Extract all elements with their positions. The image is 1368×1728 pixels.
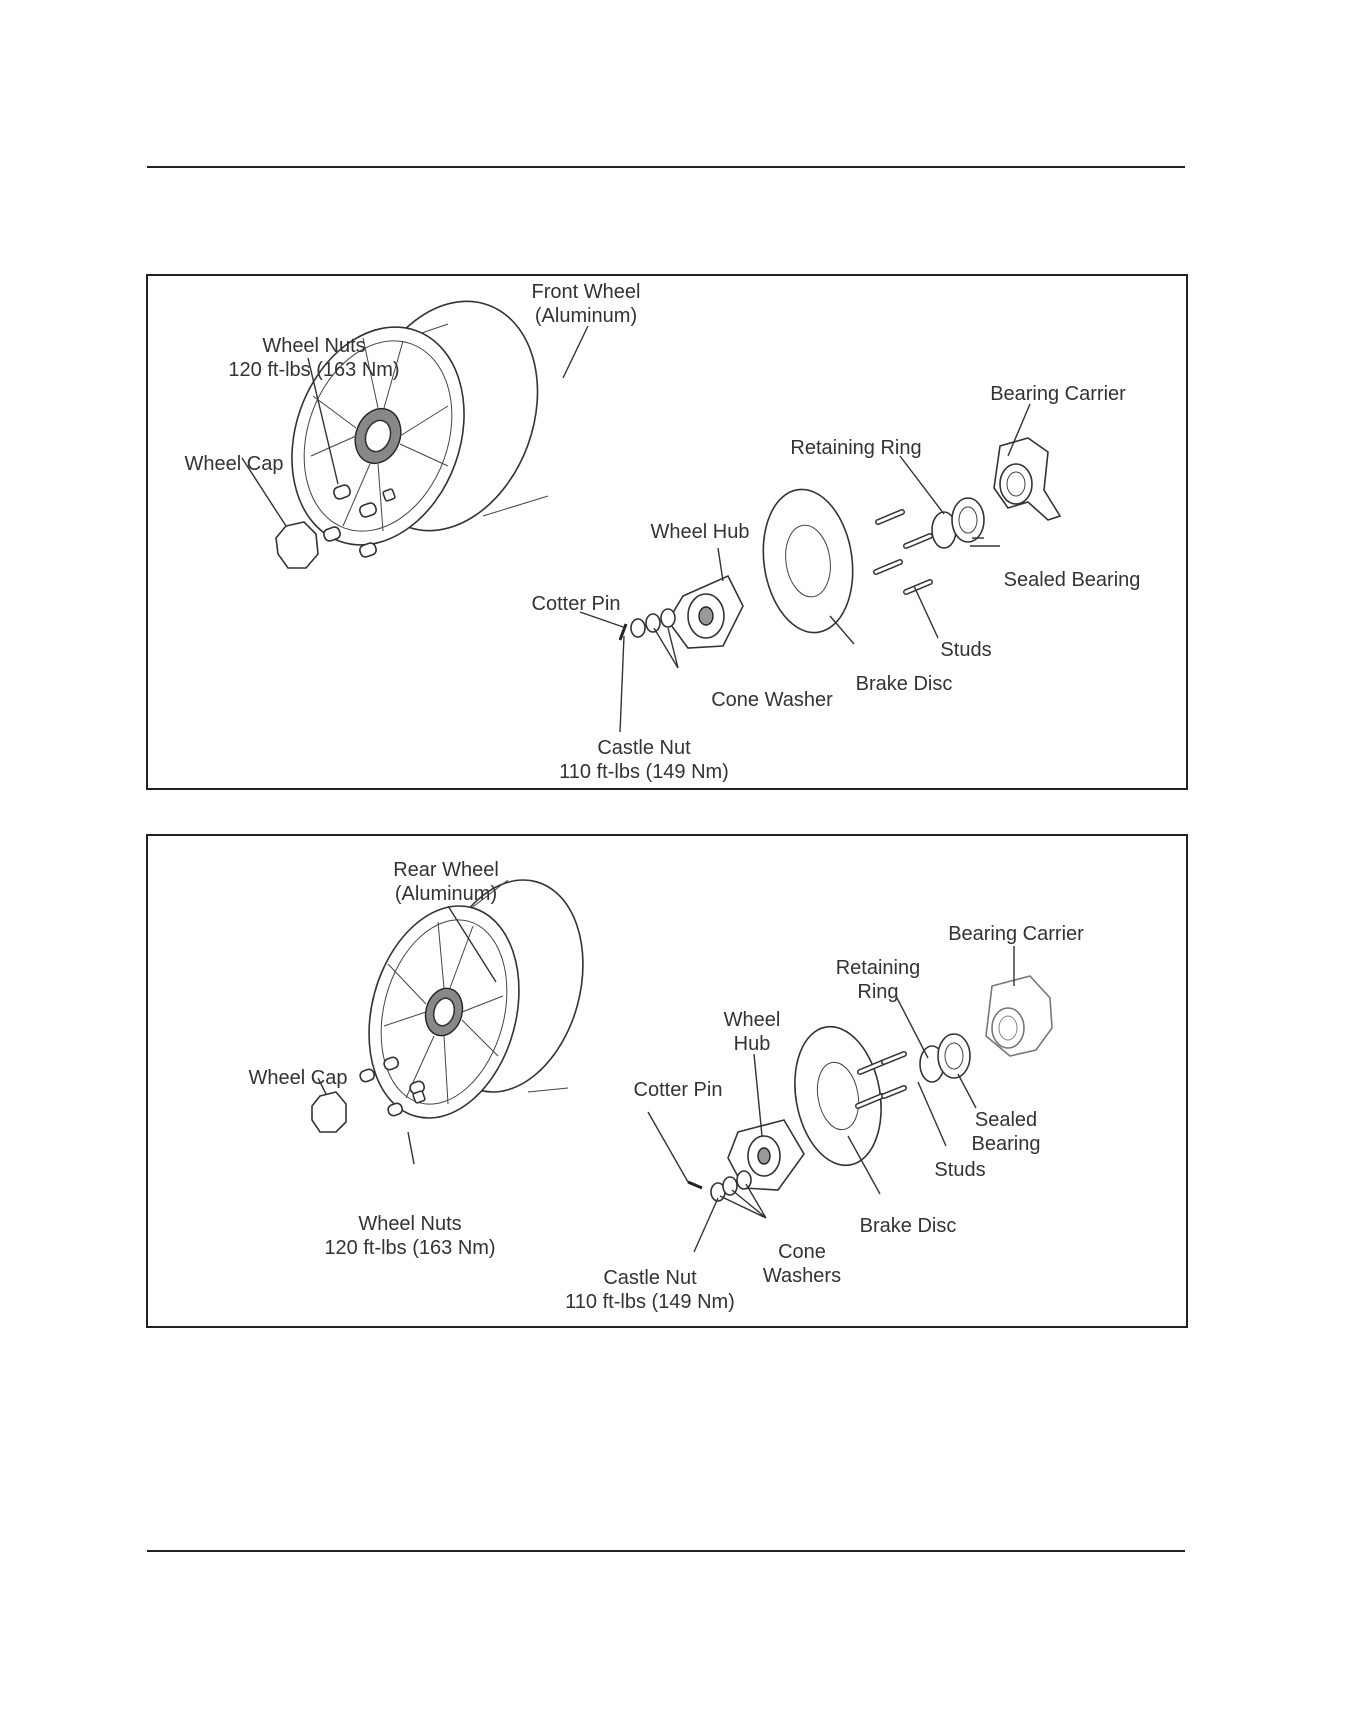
front-wheel-nuts	[323, 484, 396, 558]
front-sealed-bearing-label: Sealed Bearing	[1004, 569, 1141, 591]
front-castle-nut-torque: 110 ft-lbs (149 Nm)	[559, 761, 729, 783]
front-diagram-svg: Front Wheel (Aluminum) Wheel Nuts 120 ft…	[185, 281, 1141, 783]
rear-castle-nut-torque: 110 ft-lbs (149 Nm)	[565, 1291, 735, 1313]
front-wheel	[291, 300, 549, 546]
front-wheel-diagram: Front Wheel (Aluminum) Wheel Nuts 120 ft…	[146, 274, 1188, 790]
front-wheel-nuts-label: Wheel Nuts	[262, 335, 365, 357]
front-brake-disc	[762, 488, 854, 634]
front-retaining-ring-label: Retaining Ring	[790, 437, 921, 459]
front-brake-disc-label: Brake Disc	[856, 673, 953, 695]
rear-wheel-nuts-torque: 120 ft-lbs (163 Nm)	[324, 1237, 495, 1259]
front-studs-label: Studs	[940, 639, 991, 661]
rear-wheel-cap	[311, 1091, 347, 1133]
rear-wheel-sublabel: (Aluminum)	[395, 883, 497, 905]
rear-wheel-cap-label: Wheel Cap	[249, 1067, 348, 1089]
rear-diagram-svg: Rear Wheel (Aluminum) Bearing Carrier Re…	[249, 859, 1085, 1313]
front-wheel-label: Front Wheel	[532, 281, 641, 303]
rear-wheel-diagram: Rear Wheel (Aluminum) Bearing Carrier Re…	[146, 834, 1188, 1328]
front-castle-nut-label: Castle Nut	[597, 737, 691, 759]
front-sealed-bearing	[951, 497, 985, 543]
front-bearing-carrier-label: Bearing Carrier	[990, 383, 1126, 405]
rear-bearing-carrier-label: Bearing Carrier	[948, 923, 1084, 945]
rear-wheel-nuts-label: Wheel Nuts	[358, 1213, 461, 1235]
rear-studs	[855, 1051, 907, 1109]
footer-rule	[147, 1550, 1185, 1552]
rear-cone-washers-label-2: Washers	[763, 1265, 841, 1287]
rear-studs-label: Studs	[934, 1159, 985, 1181]
front-wheel-hub	[667, 574, 744, 649]
rear-sealed-bearing-label: Sealed	[975, 1109, 1037, 1131]
front-bearing-carrier	[993, 437, 1062, 521]
rear-cone-washers-label: Cone	[778, 1241, 826, 1263]
front-wheel-sublabel: (Aluminum)	[535, 305, 637, 327]
rear-wheel-nuts	[359, 1056, 426, 1117]
rear-sealed-bearing-label-2: Bearing	[972, 1133, 1041, 1155]
front-cone-washer-label: Cone Washer	[711, 689, 833, 711]
rear-retaining-ring-label-2: Ring	[857, 981, 898, 1003]
rear-retaining-ring-label: Retaining	[836, 957, 921, 979]
rear-cotter-pin-label: Cotter Pin	[634, 1079, 723, 1101]
front-wheel-hub-label: Wheel Hub	[651, 521, 750, 543]
front-cotter-pin-label: Cotter Pin	[532, 593, 621, 615]
rear-castle-nut-label: Castle Nut	[603, 1267, 697, 1289]
rear-sealed-bearing	[937, 1033, 971, 1079]
rear-wheel-hub-label: Wheel	[724, 1009, 781, 1031]
rear-brake-disc	[794, 1025, 882, 1167]
front-studs	[873, 509, 933, 595]
header-rule	[147, 166, 1185, 168]
front-wheel-cap-label: Wheel Cap	[185, 453, 284, 475]
front-wheel-cap	[275, 521, 319, 569]
rear-wheel-hub-label-2: Hub	[734, 1033, 771, 1055]
front-wheel-nuts-torque: 120 ft-lbs (163 Nm)	[228, 359, 399, 381]
rear-wheel-label: Rear Wheel	[393, 859, 499, 881]
rear-brake-disc-label: Brake Disc	[860, 1215, 957, 1237]
rear-bearing-carrier	[985, 975, 1053, 1057]
